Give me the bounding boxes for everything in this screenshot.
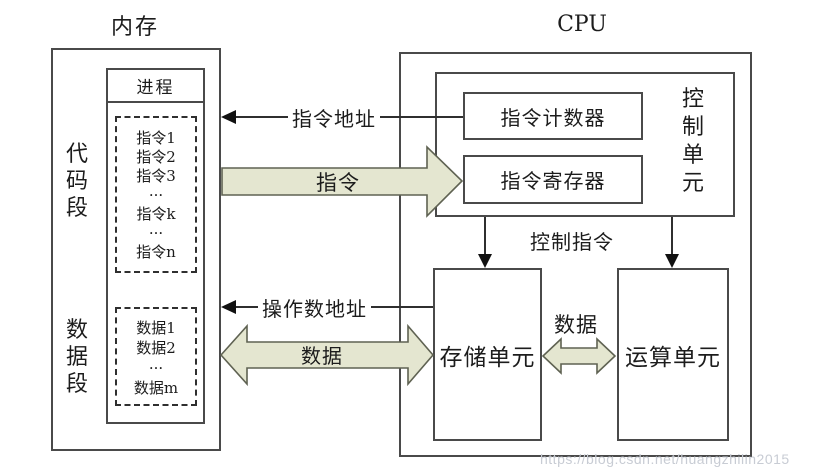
- cpu-title: CPU: [557, 11, 607, 37]
- instruction-address-label: 指令地址: [288, 104, 380, 131]
- instruction-block-arrow: [221, 145, 464, 218]
- data-item: 数据1: [136, 319, 176, 337]
- control-instruction-arrow-right: [665, 217, 679, 268]
- memory-title: 内存: [110, 15, 159, 40]
- data-left-label: 数据: [301, 343, 343, 368]
- memory-box: [51, 48, 221, 451]
- code-segment-label: 代码段: [65, 142, 88, 221]
- control-instruction-arrow-left: [478, 217, 492, 268]
- instruction-label: 指令: [316, 170, 360, 195]
- storage-unit-box: 存储单元: [433, 268, 542, 441]
- instruction-register-box: 指令寄存器: [463, 155, 643, 204]
- cpu-box: [399, 52, 752, 457]
- instruction-item: 指令n: [136, 243, 176, 261]
- data-item: 数据m: [133, 379, 179, 397]
- data-double-block-arrow: [219, 323, 435, 387]
- control-unit-label: 控制单元: [681, 87, 704, 196]
- instruction-item: 指令k: [136, 205, 176, 223]
- control-instruction-label: 控制指令: [530, 230, 614, 254]
- alu-unit-box: 运算单元: [617, 268, 729, 441]
- control-unit-box: [435, 72, 735, 217]
- data-item: 数据2: [136, 339, 176, 357]
- process-box: 进程: [106, 68, 205, 424]
- data-small-double-arrow: [541, 337, 617, 375]
- instruction-counter-box: 指令计数器: [463, 92, 643, 140]
- operand-address-label: 操作数地址: [258, 294, 371, 321]
- down-arrowhead-icon: [665, 254, 679, 268]
- ellipsis: ···: [148, 224, 164, 242]
- ellipsis: ···: [148, 186, 164, 204]
- left-arrowhead-icon: [221, 300, 236, 314]
- down-arrowhead-icon: [478, 254, 492, 268]
- instruction-item: 指令2: [136, 148, 176, 166]
- instruction-item: 指令1: [136, 129, 176, 147]
- code-segment-items: 指令1 指令2 指令3 ··· 指令k ··· 指令n: [115, 116, 197, 273]
- data-segment-label: 数据段: [65, 318, 88, 397]
- ellipsis: ···: [148, 359, 164, 377]
- process-header: 进程: [108, 70, 203, 103]
- data-segment-items: 数据1 数据2 ··· 数据m: [115, 307, 197, 406]
- left-arrowhead-icon: [221, 110, 236, 124]
- data-right-label: 数据: [554, 312, 598, 337]
- instruction-item: 指令3: [136, 167, 176, 185]
- watermark: https://blog.csdn.net/huangzhilin2015: [540, 451, 790, 467]
